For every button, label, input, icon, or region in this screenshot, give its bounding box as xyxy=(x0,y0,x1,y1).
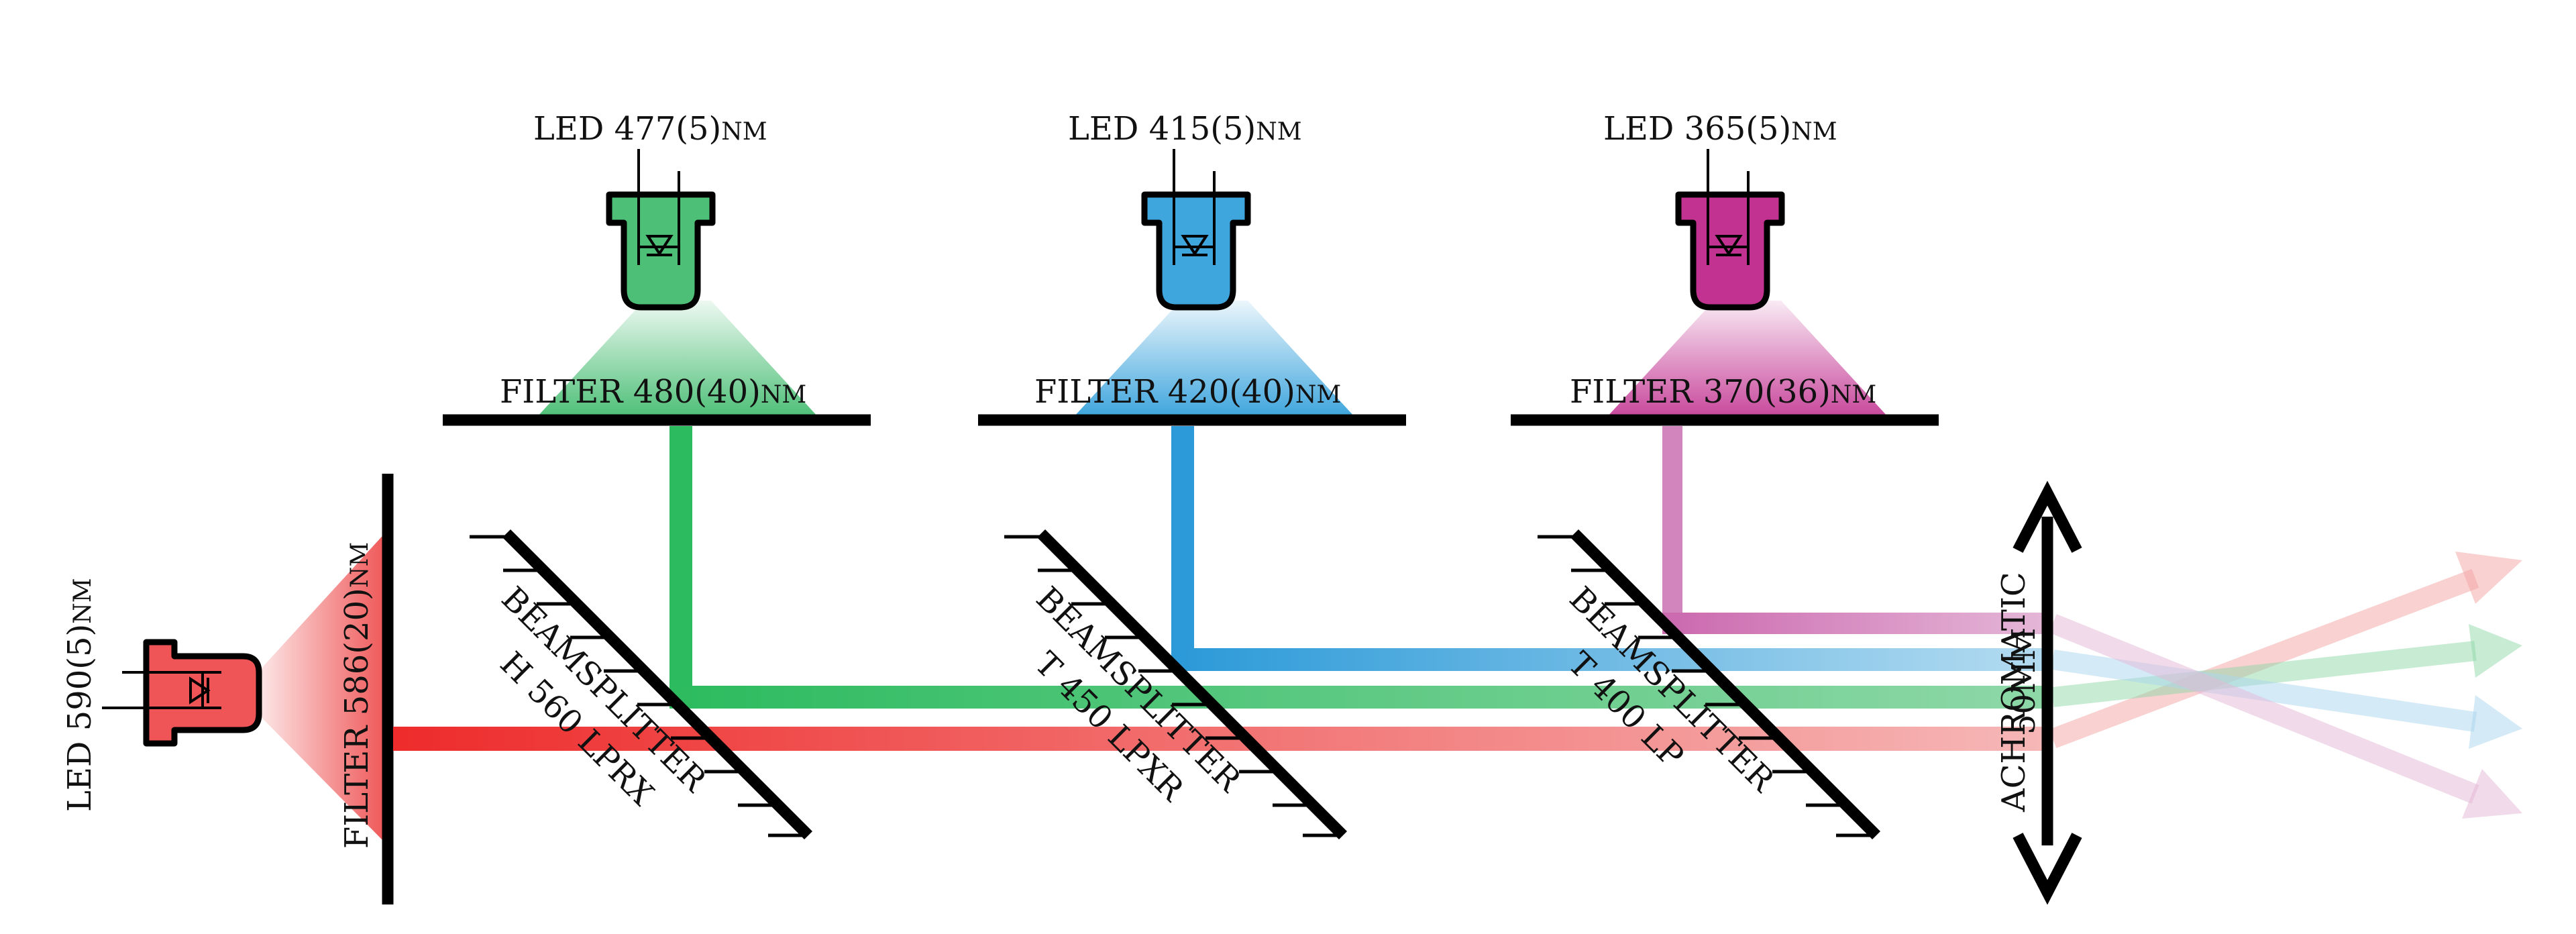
green-beam-vertical xyxy=(669,426,692,698)
achromatic-lens-icon xyxy=(2012,480,2082,905)
magenta-led-label: LED 365(5)NM xyxy=(1603,110,1837,148)
magenta-output-beam xyxy=(2049,614,2479,804)
magenta-beam xyxy=(1662,613,2053,634)
blue-led-icon xyxy=(1141,149,1251,311)
lens-label: ACHROMATIC xyxy=(1995,572,2033,813)
green-filter-label: FILTER 480(40)NM xyxy=(500,373,806,411)
green-output-arrow-icon xyxy=(2469,624,2522,678)
blue-light-cone xyxy=(1073,301,1355,417)
lens-sublabel: 50MM xyxy=(2005,628,2043,735)
blue-beam xyxy=(1171,648,2053,671)
red-led-icon xyxy=(102,639,262,747)
green-led-icon xyxy=(606,149,716,311)
blue-output-arrow-icon xyxy=(2469,695,2522,749)
green-output-beam xyxy=(2051,641,2477,707)
red-light-cone xyxy=(238,530,388,845)
blue-beam-vertical xyxy=(1171,426,1194,658)
magenta-led-icon xyxy=(1675,149,1785,311)
red-output-arrow-icon xyxy=(2455,552,2522,604)
output-beams xyxy=(2049,552,2522,819)
magenta-output-arrow-icon xyxy=(2462,769,2522,819)
beamsplitter-1 xyxy=(470,529,813,840)
beamsplitter-3 xyxy=(1538,529,1881,840)
blue-output-beam xyxy=(2051,650,2477,732)
green-led-label: LED 477(5)NM xyxy=(533,110,767,148)
red-led-label: LED 590(5)NM xyxy=(61,578,99,812)
blue-filter-label: FILTER 420(40)NM xyxy=(1034,373,1341,411)
beamsplitter-2 xyxy=(1004,529,1348,840)
magenta-beam-vertical xyxy=(1662,426,1682,621)
magenta-filter-label: FILTER 370(36)NM xyxy=(1570,373,1876,411)
red-output-beam xyxy=(2049,568,2479,749)
green-beam xyxy=(669,686,2053,709)
green-light-cone xyxy=(537,301,818,417)
red-filter-label: FILTER 586(20)NM xyxy=(338,542,376,849)
magenta-light-cone xyxy=(1607,301,1888,417)
blue-led-label: LED 415(5)NM xyxy=(1068,110,1302,148)
